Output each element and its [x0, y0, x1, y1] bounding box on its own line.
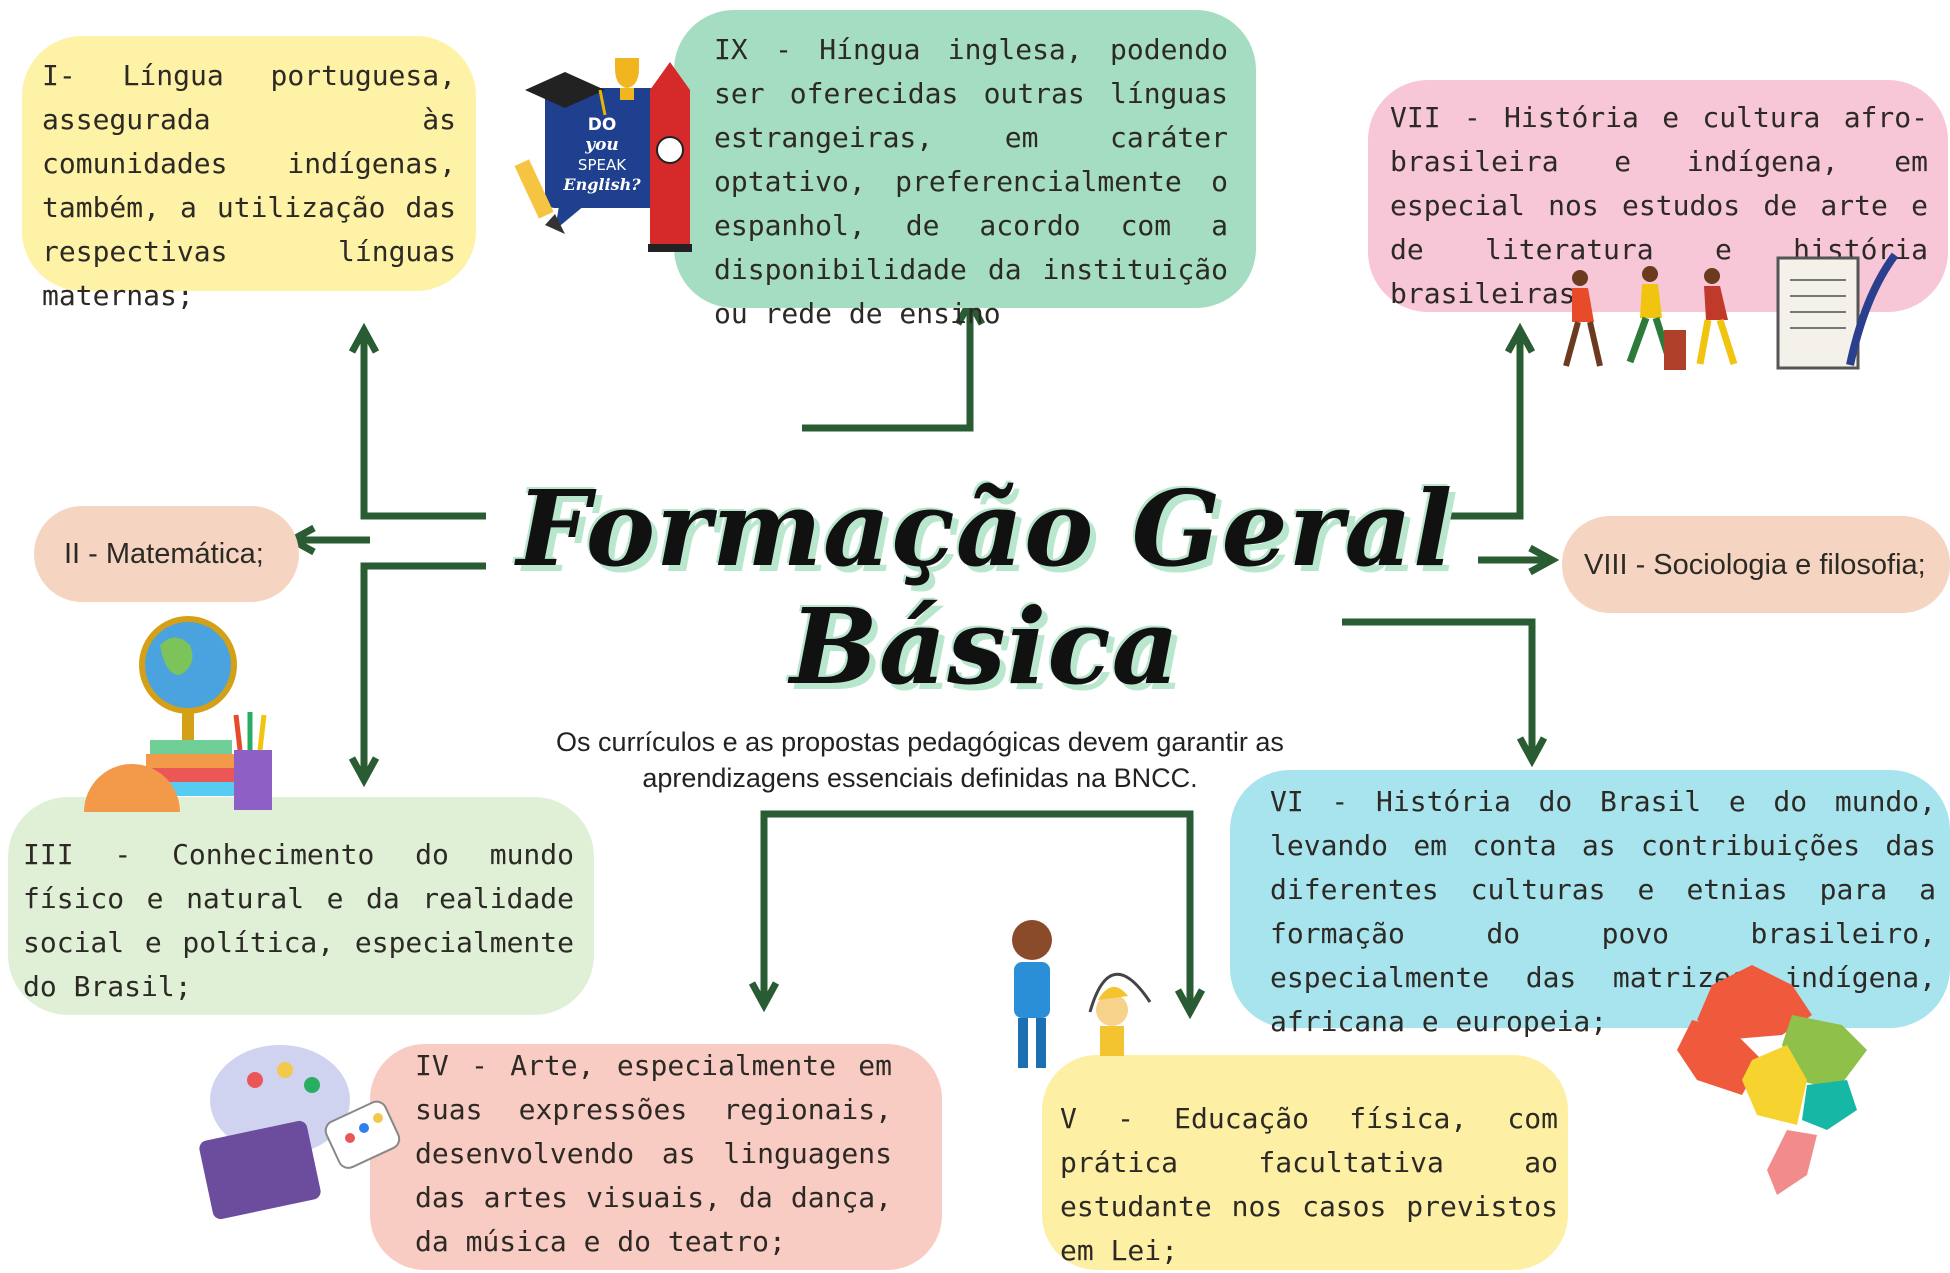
box-ix-lingua-inglesa: IX - Híngua inglesa, podendo ser ofereci… [674, 10, 1256, 330]
box-v-text: V - Educação física, com prática faculta… [1060, 1102, 1558, 1267]
box-i-text: I- Língua portuguesa, assegurada às comu… [42, 59, 456, 312]
box-iii-text: III - Conhecimento do mundo físico e nat… [23, 838, 574, 1003]
arrow-to-iv-v [760, 810, 1194, 1012]
main-title: Formação Geral Básica [516, 467, 1454, 708]
box-ix-text: IX - Híngua inglesa, podendo ser ofereci… [714, 33, 1228, 330]
arrow-to-iii [360, 562, 486, 780]
box-iv-arte: IV - Arte, especialmente em suas express… [370, 1044, 942, 1270]
box-v-educacao-fisica: V - Educação física, com prática faculta… [1042, 1055, 1568, 1270]
box-ii-text: II - Matemática; [64, 538, 264, 570]
subtitle: Os currículos e as propostas pedagógicas… [520, 724, 1320, 796]
arrow-to-vii [1440, 330, 1524, 520]
box-vii-text: VII - História e cultura afro-brasileira… [1390, 101, 1928, 310]
arrow-to-vi [1342, 618, 1536, 760]
box-vi-historia-brasil: VI - História do Brasil e do mundo, leva… [1230, 770, 1950, 1038]
box-viii-sociologia: VIII - Sociologia e filosofia; [1562, 516, 1950, 613]
box-iv-text: IV - Arte, especialmente em suas express… [415, 1049, 892, 1258]
subtitle-line1: Os currículos e as propostas pedagógicas… [556, 727, 1284, 757]
box-i-lingua-portuguesa: I- Língua portuguesa, assegurada às comu… [22, 36, 476, 312]
arrow-to-ix [802, 302, 974, 432]
arrow-to-i [360, 330, 486, 520]
box-iii-conhecimento-mundo: III - Conhecimento do mundo físico e nat… [8, 797, 594, 1015]
box-viii-text: VIII - Sociologia e filosofia; [1584, 548, 1926, 581]
subtitle-line2: aprendizagens essenciais definidas na BN… [642, 763, 1198, 793]
box-vi-text: VI - História do Brasil e do mundo, leva… [1270, 785, 1936, 1038]
box-vii-historia-afro: VII - História e cultura afro-brasileira… [1368, 80, 1948, 312]
box-ii-matematica: II - Matemática; [34, 506, 299, 602]
